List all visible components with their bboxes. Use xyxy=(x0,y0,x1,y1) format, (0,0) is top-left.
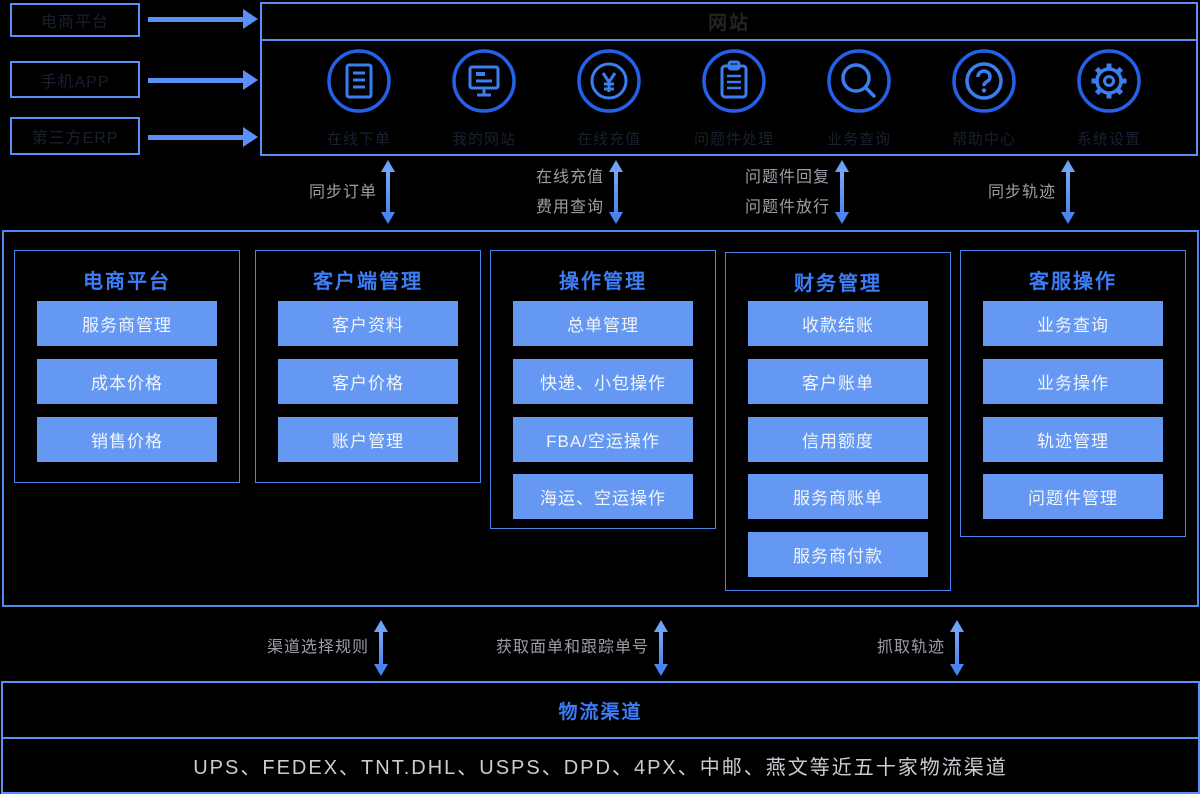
module-button: 业务操作 xyxy=(983,359,1163,404)
recharge-icon xyxy=(576,48,642,114)
module-button: 客户价格 xyxy=(278,359,458,404)
website-box: 网站 在线下单 我的网站 xyxy=(260,2,1198,156)
column-title: 客服操作 xyxy=(1029,271,1117,293)
source-label: 电商平台 xyxy=(40,14,109,31)
column-finance-management: 财务管理 收款结账 客户账单 信用额度 服务商账单 服务商付款 xyxy=(725,252,951,591)
arrow-label-sync-orders: 同步订单 xyxy=(308,184,377,201)
feature-online-order: 在线下单 xyxy=(297,48,421,149)
feature-label: 业务查询 xyxy=(826,131,891,148)
system-box: 电商平台 服务商管理 成本价格 销售价格 客户端管理 客户资料 客户价格 账户管… xyxy=(2,230,1199,607)
module-button: FBA/空运操作 xyxy=(513,417,693,462)
right-arrow-icon xyxy=(148,70,258,90)
column-title: 操作管理 xyxy=(559,271,647,293)
monitor-icon xyxy=(451,48,517,114)
feature-my-website: 我的网站 xyxy=(422,48,546,149)
column-operation-management: 操作管理 总单管理 快递、小包操作 FBA/空运操作 海运、空运操作 xyxy=(490,250,716,529)
column-ecommerce-platform: 电商平台 服务商管理 成本价格 销售价格 xyxy=(14,250,240,483)
module-button: 业务查询 xyxy=(983,301,1163,346)
feature-label: 帮助中心 xyxy=(951,131,1016,148)
double-arrow-icon xyxy=(654,620,668,676)
feature-label: 在线充值 xyxy=(576,131,641,148)
module-button: 客户资料 xyxy=(278,301,458,346)
feature-label: 在线下单 xyxy=(326,131,391,148)
feature-system-settings: 系统设置 xyxy=(1047,48,1171,149)
arrow-label-recharge-query: 在线充值 费用查询 xyxy=(535,169,604,216)
source-box-ecommerce-platform: 电商平台 xyxy=(10,3,140,37)
feature-label: 系统设置 xyxy=(1076,131,1141,148)
column-title: 客户端管理 xyxy=(313,271,423,293)
module-button: 信用额度 xyxy=(748,417,928,462)
right-arrow-icon xyxy=(148,127,258,147)
module-button: 收款结账 xyxy=(748,301,928,346)
double-arrow-icon xyxy=(381,160,395,224)
right-arrow-icon xyxy=(148,9,258,29)
feature-help-center: 帮助中心 xyxy=(922,48,1046,149)
module-button: 销售价格 xyxy=(37,417,217,462)
channels-title: 物流渠道 xyxy=(3,683,1198,739)
module-button: 服务商管理 xyxy=(37,301,217,346)
arrow-label-channel-rules: 渠道选择规则 xyxy=(266,639,369,656)
module-button: 服务商付款 xyxy=(748,532,928,577)
module-button: 总单管理 xyxy=(513,301,693,346)
column-customer-service: 客服操作 业务查询 业务操作 轨迹管理 问题件管理 xyxy=(960,250,1186,537)
feature-problem-handling: 问题件处理 xyxy=(672,48,796,149)
help-icon xyxy=(951,48,1017,114)
double-arrow-icon xyxy=(835,160,849,224)
double-arrow-icon xyxy=(374,620,388,676)
arrow-label-sync-tracking: 同步轨迹 xyxy=(987,184,1056,201)
feature-online-recharge: 在线充值 xyxy=(547,48,671,149)
column-title: 电商平台 xyxy=(83,271,171,293)
arrow-label-fetch-tracking: 抓取轨迹 xyxy=(876,639,945,656)
channels-list: UPS、FEDEX、TNT.DHL、USPS、DPD、4PX、中邮、燕文等近五十… xyxy=(193,757,1008,779)
module-button: 问题件管理 xyxy=(983,474,1163,519)
column-client-management: 客户端管理 客户资料 客户价格 账户管理 xyxy=(255,250,481,483)
website-title: 网站 xyxy=(262,4,1196,41)
column-title: 财务管理 xyxy=(794,273,882,295)
order-icon xyxy=(326,48,392,114)
double-arrow-icon xyxy=(950,620,964,676)
double-arrow-icon xyxy=(1061,160,1075,224)
logistics-channels-box: 物流渠道 UPS、FEDEX、TNT.DHL、USPS、DPD、4PX、中邮、燕… xyxy=(1,681,1200,794)
feature-label: 我的网站 xyxy=(451,131,516,148)
settings-icon xyxy=(1076,48,1142,114)
module-button: 账户管理 xyxy=(278,417,458,462)
module-button: 成本价格 xyxy=(37,359,217,404)
feature-business-query: 业务查询 xyxy=(797,48,921,149)
arrow-label-problem-reply-release: 问题件回复 问题件放行 xyxy=(744,169,830,216)
feature-label: 问题件处理 xyxy=(693,131,774,148)
module-button: 服务商账单 xyxy=(748,474,928,519)
source-label: 第三方ERP xyxy=(31,130,119,147)
module-button: 海运、空运操作 xyxy=(513,474,693,519)
module-button: 轨迹管理 xyxy=(983,417,1163,462)
source-box-mobile-app: 手机APP xyxy=(10,61,140,98)
problem-icon xyxy=(701,48,767,114)
module-button: 快递、小包操作 xyxy=(513,359,693,404)
module-button: 客户账单 xyxy=(748,359,928,404)
source-label: 手机APP xyxy=(40,73,110,91)
source-box-third-party-erp: 第三方ERP xyxy=(10,117,140,155)
arrow-label-get-label-tracking: 获取面单和跟踪单号 xyxy=(495,639,649,656)
search-icon xyxy=(826,48,892,114)
double-arrow-icon xyxy=(609,160,623,224)
